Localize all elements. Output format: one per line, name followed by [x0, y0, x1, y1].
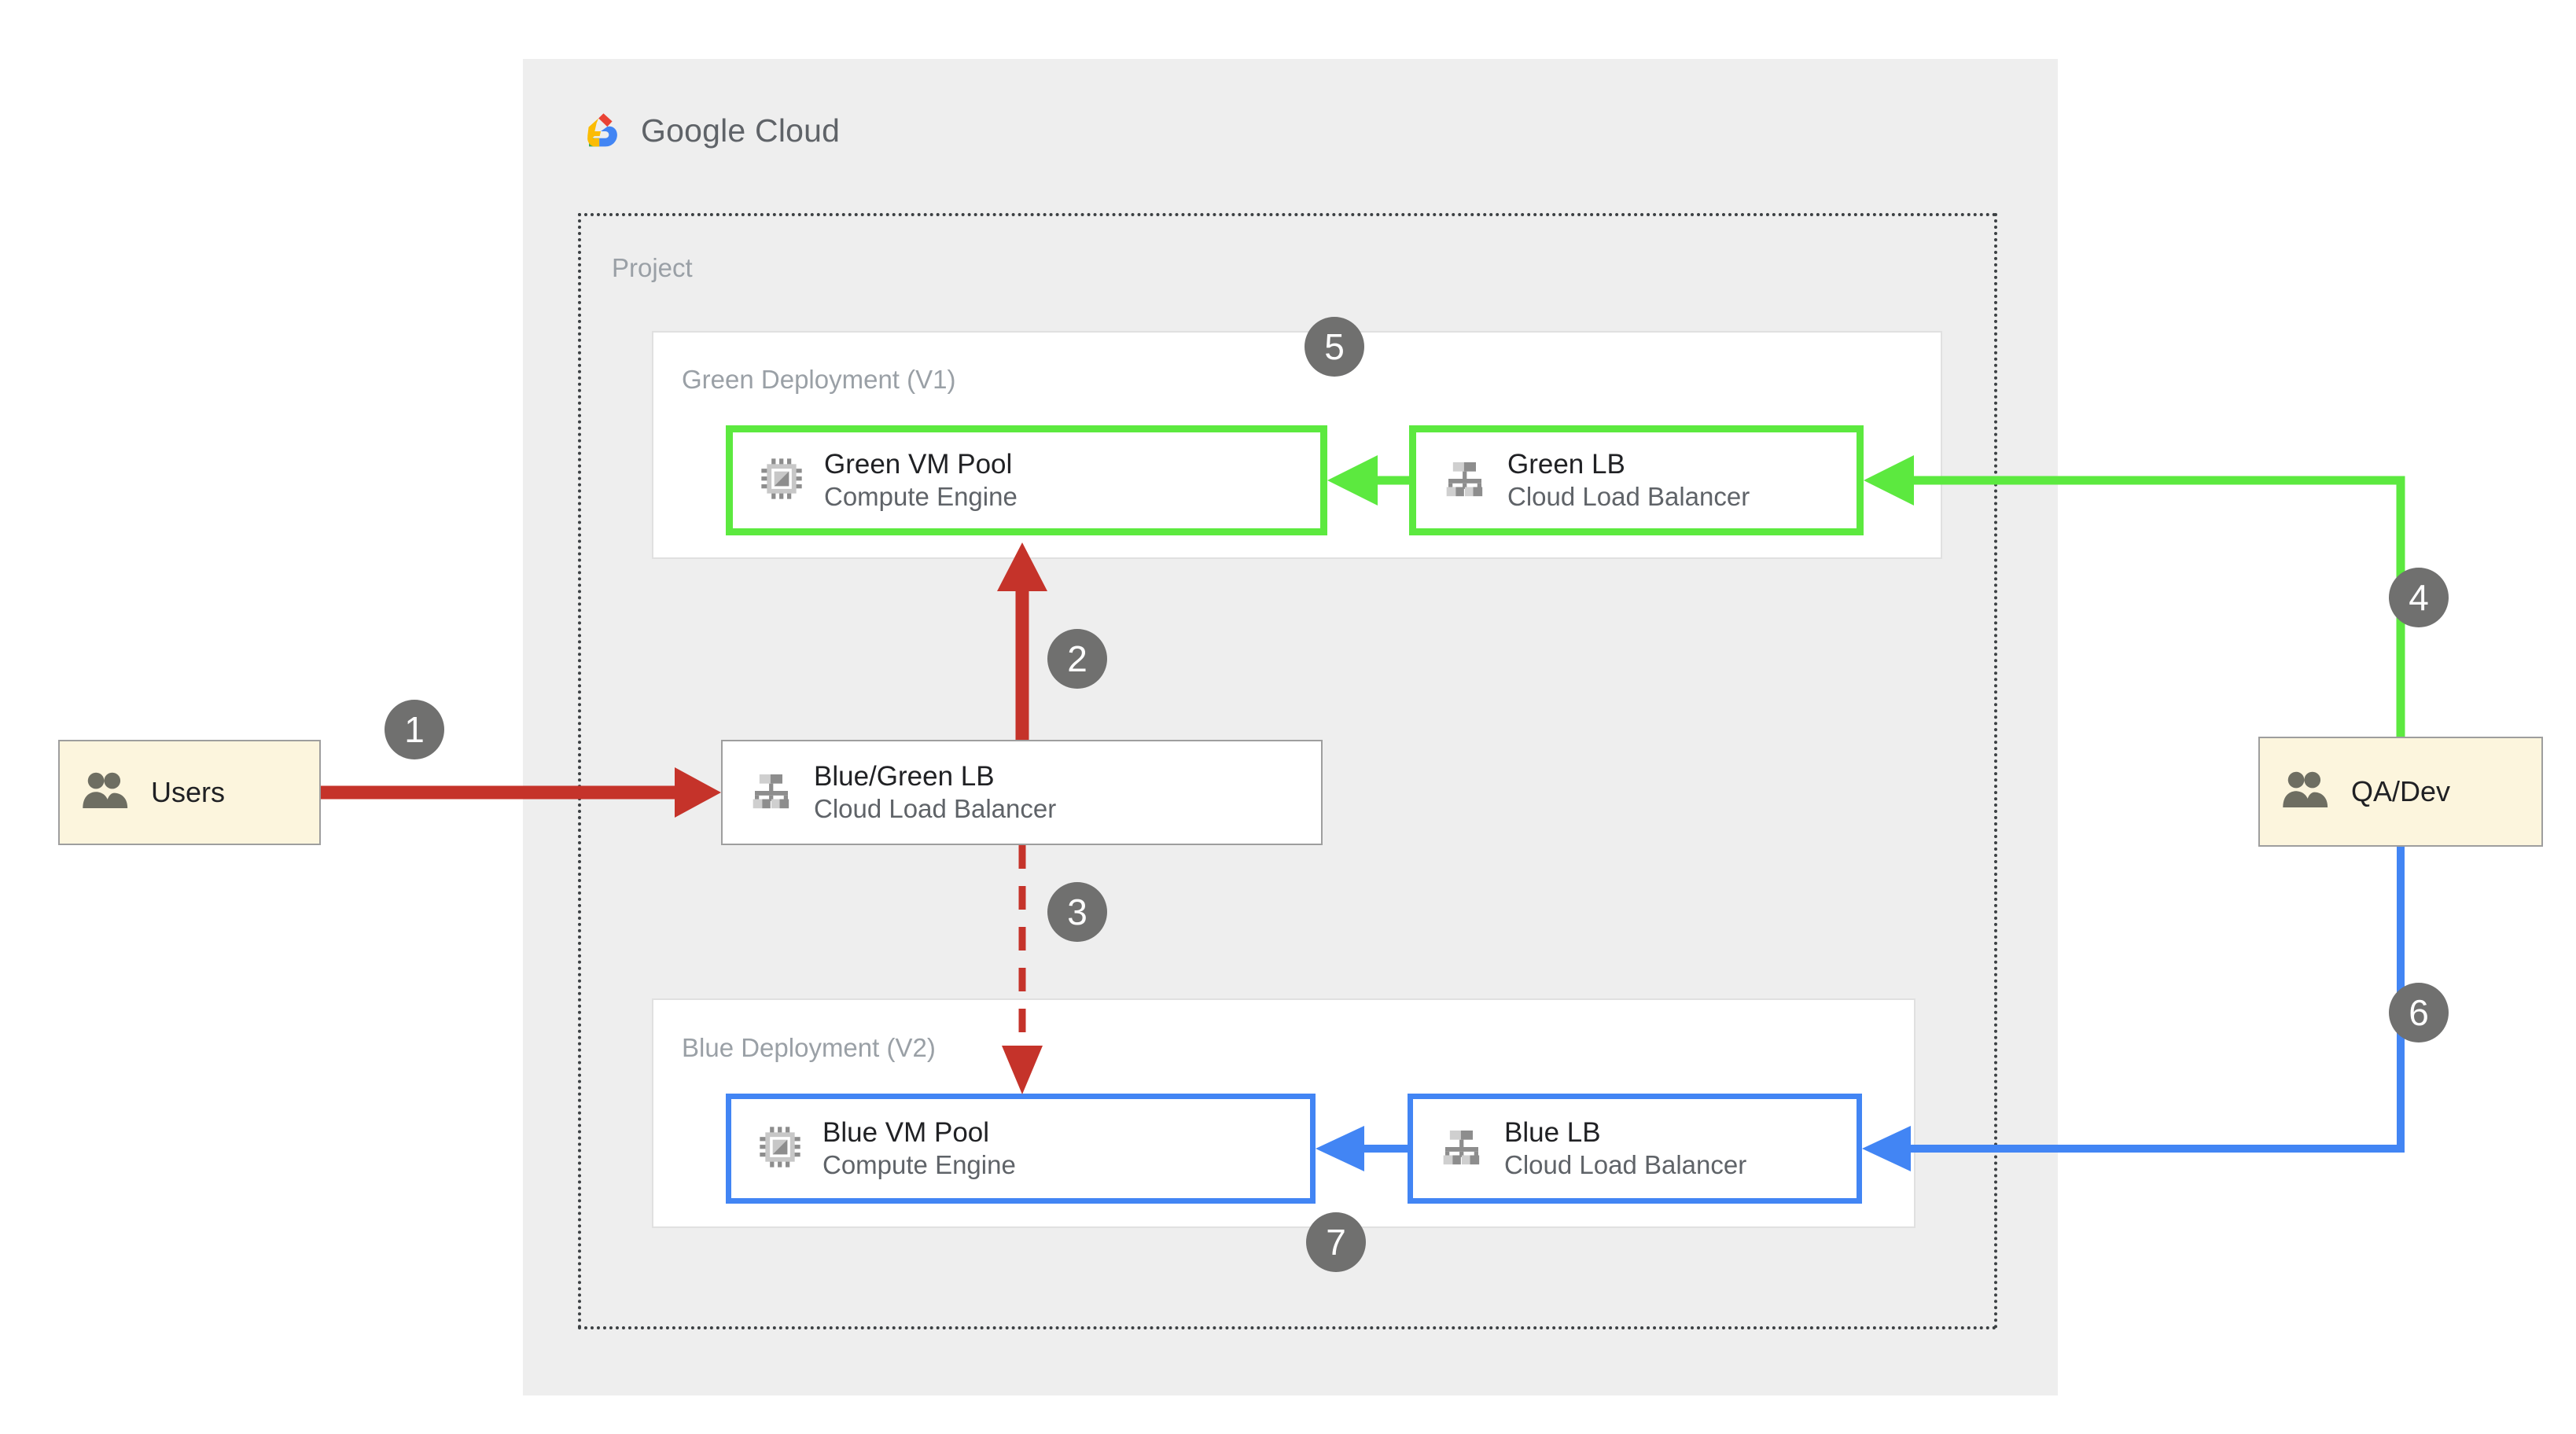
edge-qa-dev-to-blue-lb	[1862, 847, 2405, 1171]
project-boundary	[578, 213, 1997, 1329]
edge-bluegreen-lb-to-green-vm-pool	[997, 542, 1047, 740]
edge-blue-lb-to-blue-vm-pool	[1316, 1126, 1408, 1171]
step-badge-6: 6	[2389, 983, 2449, 1042]
node-subtitle: Cloud Load Balancer	[1507, 482, 1750, 512]
cloud-load-balancer-icon	[1443, 457, 1487, 505]
cloud-load-balancer-icon	[1440, 1125, 1484, 1173]
node-title: Green VM Pool	[824, 448, 1013, 480]
node-title: Green LB	[1507, 448, 1625, 480]
google-cloud-wordmark: Google Cloud	[641, 112, 840, 149]
node-subtitle: Cloud Load Balancer	[1504, 1150, 1747, 1180]
compute-engine-icon	[758, 1125, 802, 1173]
compute-engine-icon	[760, 457, 804, 505]
node-green-vm-pool[interactable]: Green VM Pool Compute Engine	[726, 425, 1327, 535]
node-bluegreen-lb[interactable]: Blue/Green LB Cloud Load Balancer	[721, 740, 1323, 845]
step-badge-2: 2	[1047, 629, 1107, 689]
google-cloud-logo-icon	[578, 106, 627, 155]
people-icon	[82, 770, 131, 815]
step-badge-7: 7	[1306, 1212, 1366, 1272]
node-title: Blue/Green LB	[814, 760, 995, 792]
node-subtitle: Cloud Load Balancer	[814, 794, 1057, 824]
green-deployment-label: Green Deployment (V1)	[682, 365, 956, 394]
edge-qa-dev-to-green-lb	[1864, 455, 2405, 737]
brand-name-cloud: Cloud	[755, 112, 841, 149]
step-badge-5: 5	[1305, 317, 1364, 377]
edge-bluegreen-lb-to-blue-vm-pool	[1002, 845, 1043, 1094]
brand-name-google: Google	[641, 112, 746, 149]
google-cloud-logo: Google Cloud	[578, 106, 840, 155]
blue-deployment-label: Blue Deployment (V2)	[682, 1033, 936, 1062]
node-subtitle: Compute Engine	[824, 482, 1018, 512]
actor-users[interactable]: Users	[58, 740, 321, 845]
node-subtitle: Compute Engine	[822, 1150, 1016, 1180]
node-green-lb[interactable]: Green LB Cloud Load Balancer	[1409, 425, 1864, 535]
node-title: Blue LB	[1504, 1116, 1601, 1148]
edge-users-to-bluegreen-lb	[321, 767, 721, 818]
actor-qa-dev[interactable]: QA/Dev	[2258, 737, 2543, 847]
actor-label: Users	[151, 776, 226, 808]
node-blue-vm-pool[interactable]: Blue VM Pool Compute Engine	[726, 1094, 1316, 1204]
step-badge-1: 1	[385, 700, 444, 759]
actor-label: QA/Dev	[2351, 775, 2451, 807]
node-title: Blue VM Pool	[822, 1116, 990, 1148]
people-icon	[2282, 770, 2331, 814]
edge-green-lb-to-green-vm-pool	[1327, 455, 1409, 506]
project-label: Project	[612, 253, 693, 282]
step-badge-4: 4	[2389, 568, 2449, 627]
node-blue-lb[interactable]: Blue LB Cloud Load Balancer	[1408, 1094, 1862, 1204]
step-badge-3: 3	[1047, 882, 1107, 942]
cloud-load-balancer-icon	[749, 769, 793, 817]
